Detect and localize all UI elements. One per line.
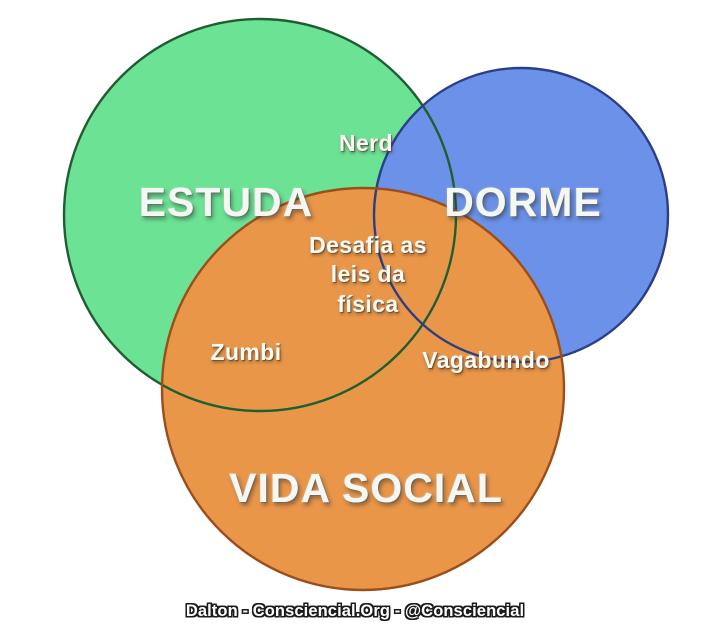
region-label-vagabundo: Vagabundo [422,347,550,373]
set-label-estuda: ESTUDA [138,179,314,225]
circle-estuda-outline [62,17,458,413]
circle-vida-social[interactable] [162,188,564,590]
circle-vida-social-outline [160,186,566,592]
region-label-nerd: Nerd [338,130,393,156]
set-label-dorme: DORME [444,179,602,225]
watermark-credit: Dalton - Consciencial.Org - @Consciencia… [185,602,525,620]
region-label-center: Desafia as leis da física [309,232,427,317]
region-label-zumbi: Zumbi [210,339,282,365]
circle-dorme-outline [372,66,670,364]
set-label-vida-social: VIDA SOCIAL [229,465,503,511]
